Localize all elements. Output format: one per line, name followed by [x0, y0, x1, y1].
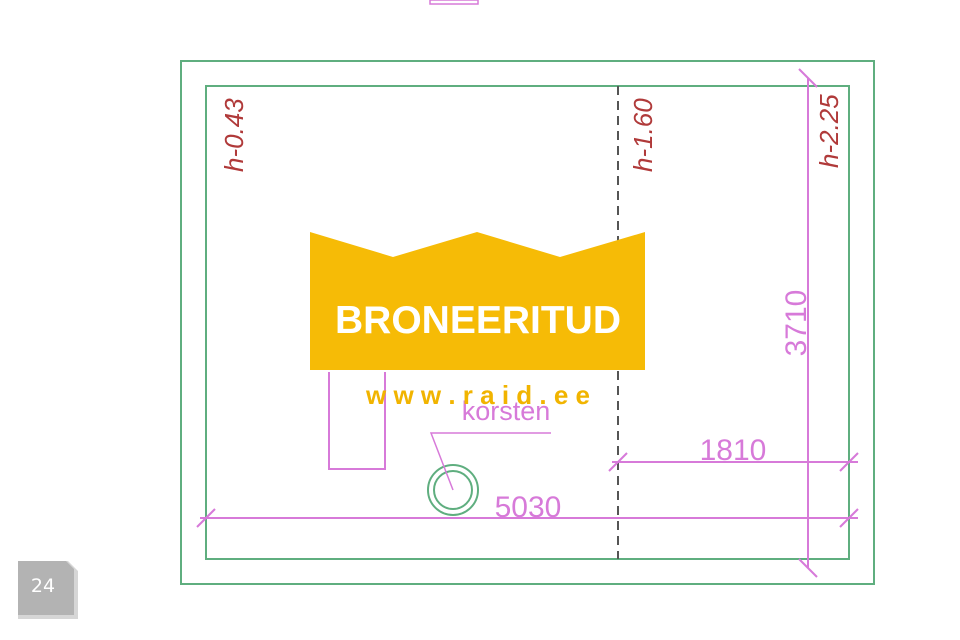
dimension-height: 3710 [780, 68, 818, 578]
chimney-inner-circle [433, 470, 473, 510]
height-label-left: h-0.43 [219, 98, 249, 172]
chimney-leader-line [429, 432, 551, 491]
dimension-width-right: 1810 [608, 434, 859, 472]
inner-wall [205, 85, 850, 560]
outer-wall [180, 60, 875, 585]
dimension-width-total-value: 5030 [495, 491, 562, 524]
page-badge-shape [18, 561, 78, 619]
page-number-badge: 24 [18, 561, 78, 619]
fixture-rectangle [328, 372, 386, 470]
page-number: 24 [30, 575, 56, 597]
dimension-width-right-value: 1810 [700, 434, 767, 467]
height-label-right: h-2.25 [814, 94, 844, 168]
chimney: korsten [427, 396, 551, 516]
reserved-banner: BRONEERITUD [310, 232, 645, 370]
banner-text: BRONEERITUD [335, 299, 621, 342]
dimension-height-value: 3710 [780, 290, 813, 357]
watermark-url: w w w . r a i d . e e [365, 380, 590, 410]
chimney-outer-circle [427, 464, 479, 516]
banner-shape [310, 232, 645, 370]
dimension-width-total: 5030 [196, 491, 859, 528]
height-label-middle: h-1.60 [628, 98, 658, 172]
wall-outline [180, 60, 875, 585]
top-fragment [429, 0, 479, 5]
chimney-label: korsten [462, 396, 551, 426]
